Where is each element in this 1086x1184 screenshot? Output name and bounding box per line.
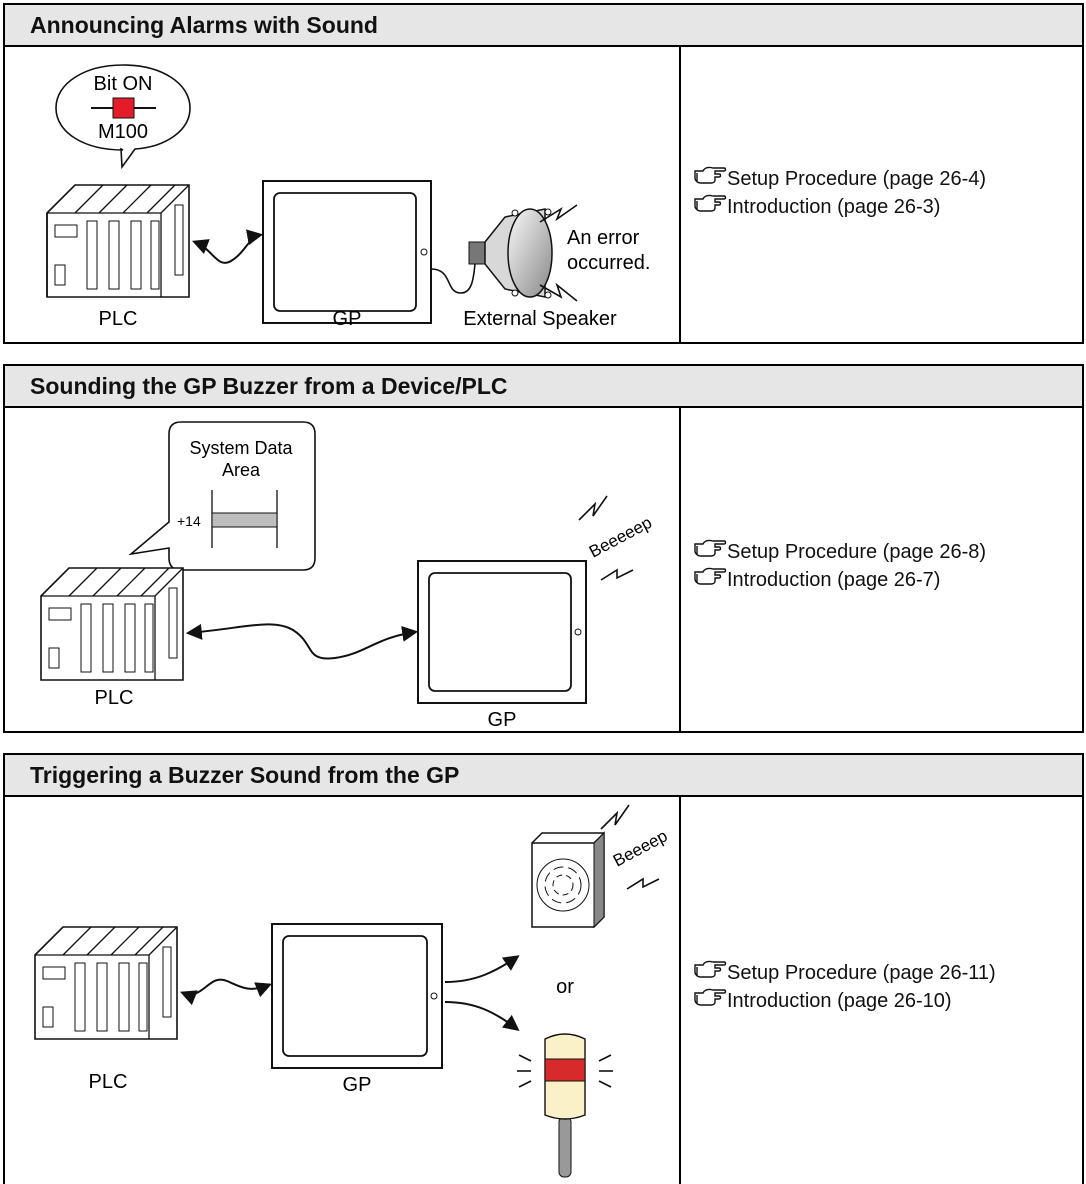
setup-procedure-link[interactable]: Setup Procedure (page 26-4) xyxy=(693,165,1083,193)
message-line-1: An error xyxy=(567,227,640,249)
plc-label: PLC xyxy=(89,1071,128,1093)
reference-links: Setup Procedure (page 26-8) Introduction… xyxy=(693,538,1083,594)
sound-wave-bottom xyxy=(539,282,578,302)
setup-procedure-text: Setup Procedure (page 26-8) xyxy=(727,541,987,563)
sound-wave-bottom xyxy=(626,877,660,890)
speaker-label: External Speaker xyxy=(463,308,617,330)
section-title: Announcing Alarms with Sound xyxy=(5,5,1082,47)
section-title: Triggering a Buzzer Sound from the GP xyxy=(5,755,1082,797)
plc-label: PLC xyxy=(95,687,134,709)
output-arrow-buzzer xyxy=(444,955,520,983)
sound-wave-top xyxy=(539,204,578,223)
setup-procedure-link[interactable]: Setup Procedure (page 26-8) xyxy=(693,538,1083,566)
gp-display-icon xyxy=(262,180,432,324)
beep-text: Beeeep xyxy=(610,826,671,870)
alarm-sound-diagram: Bit ON M100 PLC xyxy=(46,64,650,330)
plc-gp-cable xyxy=(192,229,264,264)
pointing-hand-icon xyxy=(694,194,727,212)
system-data-line2: Area xyxy=(222,460,261,480)
bit-on-bubble: Bit ON M100 xyxy=(55,64,191,170)
sound-wave-bottom xyxy=(600,568,634,581)
gp-label: GP xyxy=(333,308,362,330)
offset-label: +14 xyxy=(177,513,201,529)
gp-display-icon xyxy=(417,560,587,704)
section-buzzer-from-gp: Triggering a Buzzer Sound from the GP PL… xyxy=(3,753,1084,1184)
speaker-icon xyxy=(468,208,553,299)
pointing-hand-icon xyxy=(694,166,727,184)
setup-procedure-text: Setup Procedure (page 26-11) xyxy=(727,962,996,984)
pointing-hand-icon xyxy=(694,539,727,557)
plc-icon xyxy=(46,184,190,298)
sound-wave-top xyxy=(578,495,608,521)
bubble-bottom-text: M100 xyxy=(98,121,148,143)
reference-links: Setup Procedure (page 26-4) Introduction… xyxy=(693,165,1083,221)
output-arrow-light xyxy=(444,1001,520,1031)
plc-label: PLC xyxy=(99,308,138,330)
gp-label: GP xyxy=(488,709,517,731)
pointing-hand-icon xyxy=(694,960,727,978)
gp-buzzer-diagram: System Data Area +14 PLC xyxy=(40,421,655,731)
introduction-link[interactable]: Introduction (page 26-3) xyxy=(693,193,1083,221)
system-data-line1: System Data xyxy=(189,438,293,458)
introduction-text: Introduction (page 26-10) xyxy=(727,990,952,1012)
setup-procedure-text: Setup Procedure (page 26-4) xyxy=(727,168,987,190)
signal-light-icon xyxy=(517,1033,613,1178)
column-divider xyxy=(679,797,681,1184)
column-divider xyxy=(679,408,681,733)
plc-gp-cable xyxy=(185,623,419,660)
gp-display-icon xyxy=(271,923,443,1069)
setup-procedure-link[interactable]: Setup Procedure (page 26-11) xyxy=(693,959,1083,987)
message-line-2: occurred. xyxy=(567,252,650,274)
section-title: Sounding the GP Buzzer from a Device/PLC xyxy=(5,366,1082,408)
introduction-text: Introduction (page 26-3) xyxy=(727,196,941,218)
introduction-text: Introduction (page 26-7) xyxy=(727,569,941,591)
introduction-link[interactable]: Introduction (page 26-10) xyxy=(693,987,1083,1015)
introduction-link[interactable]: Introduction (page 26-7) xyxy=(693,566,1083,594)
system-data-bubble: System Data Area +14 xyxy=(128,421,316,571)
bubble-top-text: Bit ON xyxy=(94,73,153,95)
section-gp-buzzer-from-plc: Sounding the GP Buzzer from a Device/PLC… xyxy=(3,364,1084,733)
pointing-hand-icon xyxy=(694,988,727,1006)
plc-icon xyxy=(34,926,178,1040)
buzzer-output-diagram: PLC GP Beeeep or xyxy=(34,804,671,1178)
buzzer-icon xyxy=(531,831,605,929)
sound-wave-top xyxy=(600,804,630,830)
section-alarm-sound: Announcing Alarms with Sound Bit ON M100 xyxy=(3,3,1084,344)
or-label: or xyxy=(556,976,574,998)
beep-text: Beeeeep xyxy=(586,513,655,562)
speaker-cable xyxy=(430,254,478,294)
plc-icon xyxy=(40,567,184,681)
column-divider xyxy=(679,47,681,344)
plc-gp-cable xyxy=(180,978,272,1006)
gp-label: GP xyxy=(343,1074,372,1096)
reference-links: Setup Procedure (page 26-11) Introductio… xyxy=(693,959,1083,1015)
pointing-hand-icon xyxy=(694,567,727,585)
